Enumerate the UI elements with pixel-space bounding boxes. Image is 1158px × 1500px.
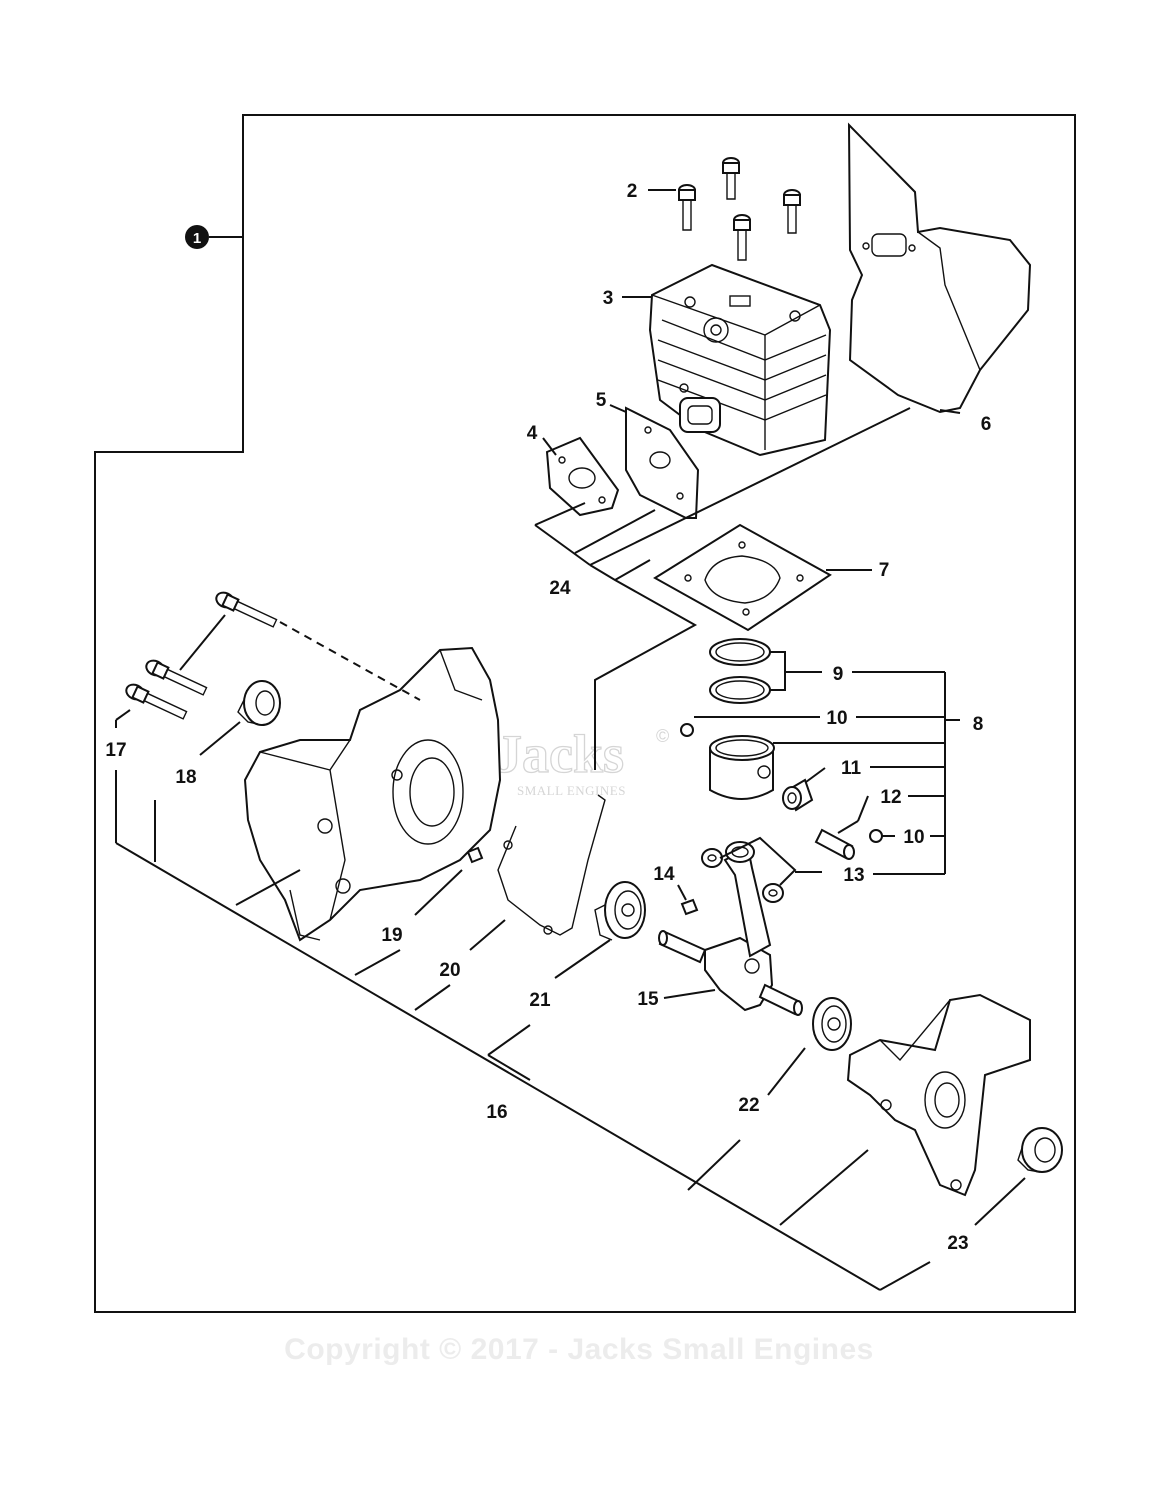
label-23: 23 <box>947 1233 968 1254</box>
label-21: 21 <box>529 990 551 1011</box>
label-4: 4 <box>527 423 538 444</box>
label-12: 12 <box>880 787 901 808</box>
label-13: 13 <box>843 865 864 886</box>
left-crankcase <box>243 646 502 942</box>
piston-pin <box>814 828 855 860</box>
label-19: 19 <box>381 925 402 946</box>
assembly-frame <box>94 114 1076 1313</box>
cylinder <box>648 263 832 457</box>
label-3: 3 <box>603 288 614 309</box>
cylinder-bolt-group <box>678 157 801 261</box>
crankcase-gasket <box>497 794 606 936</box>
label-16: 16 <box>486 1102 507 1123</box>
label-17: 17 <box>105 740 126 761</box>
assembly-marker: 1 <box>185 225 243 249</box>
right-bearing <box>812 997 852 1051</box>
label-10-bottom: 10 <box>903 827 924 848</box>
heat-shield <box>847 122 1032 414</box>
label-5: 5 <box>596 390 607 411</box>
svg-text:1: 1 <box>193 230 201 247</box>
label-18: 18 <box>175 767 196 788</box>
label-15: 15 <box>637 989 659 1010</box>
label-22: 22 <box>738 1095 759 1116</box>
intake-gasket <box>625 406 700 519</box>
left-bearing <box>594 881 646 941</box>
label-24: 24 <box>549 578 571 599</box>
right-crankcase <box>846 993 1031 1197</box>
svg-text:SMALL ENGINES: SMALL ENGINES <box>517 783 626 798</box>
leader-lines <box>115 189 1026 1291</box>
oil-seal-left <box>237 680 281 726</box>
label-14: 14 <box>653 864 675 885</box>
label-10-top: 10 <box>826 708 847 729</box>
jacks-watermark: Jacks © SMALL ENGINES <box>494 723 669 798</box>
label-2: 2 <box>627 181 638 202</box>
dowel-pin <box>466 846 484 864</box>
label-9: 9 <box>833 664 844 685</box>
crankcase-bolts <box>125 591 278 720</box>
cylinder-gasket <box>653 523 832 632</box>
label-11: 11 <box>841 758 862 779</box>
circlip-bottom <box>869 829 883 843</box>
intake-insulator <box>545 436 620 517</box>
piston-rings <box>709 638 771 704</box>
label-7: 7 <box>879 560 890 581</box>
needle-bearing <box>782 778 814 812</box>
piston <box>709 735 775 800</box>
label-20: 20 <box>439 960 460 981</box>
svg-text:©: © <box>656 726 669 746</box>
part-labels: 2 3 4 5 6 7 24 9 8 10 11 12 10 13 14 15 … <box>105 181 991 1254</box>
svg-text:Jacks: Jacks <box>495 724 624 784</box>
label-8: 8 <box>973 714 984 735</box>
woodruff-key <box>680 898 699 916</box>
label-6: 6 <box>981 414 992 435</box>
crankshaft <box>658 841 803 1016</box>
oil-seal-right <box>1017 1127 1063 1173</box>
copyright-notice: Copyright © 2017 - Jacks Small Engines <box>284 1333 874 1366</box>
circlip-top <box>680 723 694 737</box>
